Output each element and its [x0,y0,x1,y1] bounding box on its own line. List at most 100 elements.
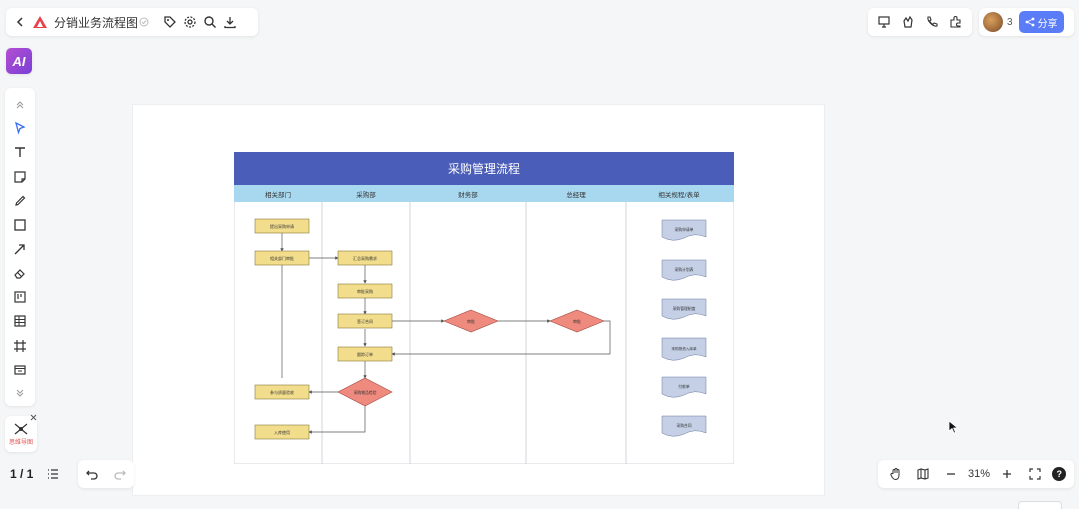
purchase-flowchart[interactable]: 采购管理流程 相关部门 采购部 财务部 总经理 相关规程/表单 提出采购申请 相… [234,152,734,464]
text-tool-icon[interactable] [10,143,30,162]
collaborator-bar: 3 分享 [979,8,1074,36]
clap-icon[interactable] [898,12,918,32]
collapse-up-icon[interactable] [10,95,30,114]
share-label: 分享 [1037,18,1058,30]
sync-status-icon [138,12,150,32]
flowchart-title: 采购管理流程 [448,161,520,176]
decision-label: 采购物品检验 [354,390,377,395]
close-icon[interactable] [28,412,38,422]
mind-map-icon [14,423,28,435]
process-box[interactable] [254,218,310,234]
undo-icon[interactable] [82,464,102,484]
ai-assistant-button[interactable]: AI [6,48,32,74]
connector [391,320,611,356]
zoom-in-icon[interactable] [997,464,1017,484]
lane-header-bar [234,185,734,202]
flowchart-frame [234,152,734,464]
help-icon[interactable]: ? [1052,467,1067,481]
process-box[interactable] [254,424,310,440]
mind-map-label: 思维导图 [8,440,33,446]
history-controls [78,460,134,488]
document-shape[interactable] [661,219,707,241]
rectangle-shape-icon[interactable] [10,215,30,234]
lane-header: 相关部门 [265,190,291,199]
document-shape[interactable] [661,337,707,361]
app-logo-icon [30,12,50,32]
document-shape[interactable] [661,259,707,281]
redo-icon[interactable] [110,464,130,484]
process-label: 审批采购 [357,288,373,294]
share-icon [1025,17,1034,27]
process-label: 参与质量验收 [270,389,294,395]
document-label: 采购物资入库单 [671,346,697,351]
collapse-down-icon[interactable] [10,384,30,403]
puzzle-icon[interactable] [946,12,966,32]
process-box[interactable] [254,250,310,266]
process-box[interactable] [337,346,393,362]
presentation-toolbar [868,8,972,36]
document-shape[interactable] [661,376,707,398]
decision-label: 审批 [573,318,581,324]
process-label: 相关部门审批 [270,255,294,261]
process-box[interactable] [337,313,393,329]
document-label: 采购管理制度 [673,306,696,311]
process-box[interactable] [337,283,393,299]
connector-arrow-icon[interactable] [10,240,30,259]
page-navigator: 1 / 1 [0,460,74,488]
zoom-out-icon[interactable] [941,464,961,484]
document-shape[interactable] [661,298,707,320]
avatar[interactable] [983,12,1003,32]
document-shape[interactable] [661,415,707,437]
table-icon[interactable] [10,312,30,331]
whiteboard-canvas[interactable]: 采购管理流程 相关部门 采购部 财务部 总经理 相关规程/表单 提出采购申请 相… [132,104,825,496]
title-bar [234,152,734,185]
decision-diamond[interactable] [549,309,605,333]
process-label: 签订合同 [357,318,373,324]
decision-label: 审批 [467,318,475,324]
chevron-left-icon[interactable] [10,12,30,32]
kanban-icon[interactable] [10,288,30,307]
pen-icon[interactable] [10,191,30,210]
page-list-icon[interactable] [43,464,63,484]
phone-icon[interactable] [922,12,942,32]
document-label: 付款单 [678,384,690,389]
lane-header: 采购部 [356,190,376,199]
map-icon[interactable] [913,464,933,484]
tag-icon[interactable] [160,12,180,32]
share-button[interactable]: 分享 [1018,11,1064,33]
process-box[interactable] [337,250,393,266]
sticky-note-icon[interactable] [10,167,30,186]
document-label: 采购合同 [676,423,691,428]
connector [308,406,366,434]
left-toolbar [5,88,35,406]
mind-map-tool[interactable]: 思维导图 [5,416,37,452]
status-chip [1018,501,1062,509]
document-label: 采购计划表 [675,267,694,272]
process-label: 提出采购申请 [270,223,294,229]
lane-header: 财务部 [458,190,478,199]
download-icon[interactable] [220,12,240,32]
process-label: 汇总采购需求 [353,255,377,261]
process-box[interactable] [254,384,310,400]
gear-icon[interactable] [180,12,200,32]
file-toolbar: 分销业务流程图 [6,8,258,36]
hand-pan-icon[interactable] [886,464,906,484]
collaborator-count: 3 [1007,16,1013,28]
zoom-controls: 31% ? [878,460,1074,488]
file-title[interactable]: 分销业务流程图 [54,15,139,30]
lane-header: 相关规程/表单 [658,190,700,199]
template-icon[interactable] [10,360,30,379]
search-icon[interactable] [200,12,220,32]
fit-screen-icon[interactable] [1025,464,1045,484]
present-icon[interactable] [874,12,894,32]
decision-diamond[interactable] [337,377,393,407]
document-label: 采购申请单 [675,227,694,232]
process-label: 入库使用 [274,429,290,435]
eraser-icon[interactable] [10,264,30,283]
page-indicator[interactable]: 1 / 1 [10,467,34,481]
zoom-level[interactable]: 31% [967,468,990,480]
mouse-cursor-icon [948,420,959,434]
decision-diamond[interactable] [443,309,499,333]
select-pointer-icon[interactable] [10,119,30,138]
frame-icon[interactable] [10,336,30,355]
